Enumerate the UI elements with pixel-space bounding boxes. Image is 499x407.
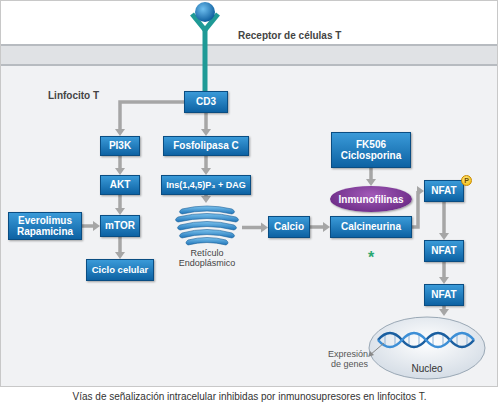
cell-membrane [1,45,497,66]
arrow-head [439,309,449,316]
node-text: NFAT [431,185,456,197]
process-box: NFAT [424,240,464,262]
connector [366,168,376,186]
receptor-stem [203,28,208,92]
process-box: mTOR [100,215,140,237]
arrow-head [417,186,424,196]
drug-box: FK506 Ciclosporina [331,132,411,168]
organelle: Retículo Endoplásmico [172,203,242,273]
membrane-edge [1,44,497,46]
connector [439,306,449,316]
annotation-label: Expresión de genes [322,350,368,370]
connector [310,222,330,232]
node-text: Retículo Endoplásmico [172,249,242,269]
connector [412,186,424,227]
receptor-label: Receptor de células T [238,30,378,41]
connector [115,156,125,175]
frame [1,1,498,387]
node-text: Inmunofilinas [339,194,404,205]
node-text: NFAT [431,245,456,257]
arrow-line [204,156,208,168]
membrane-edge [1,64,497,66]
leader-head [368,351,374,357]
arrow-head [201,129,211,136]
drug-box: Everolimus Rapamicina [8,212,82,240]
arrow-line [118,156,122,168]
node-text: Everolimus Rapamicina [11,215,79,238]
node-text: Ciclo celular [92,265,149,276]
arrow-line [310,225,323,229]
arrow-line [204,113,208,129]
node-text: Fosfolipasa C [173,140,239,152]
arrow-line [242,226,261,230]
antigen-ball [195,2,215,22]
arrow-line [442,306,446,309]
process-box: Calcio [268,216,310,238]
nucleus: Nucleo [368,316,486,380]
node-text: NFAT [431,289,456,301]
arrow-head [201,196,211,203]
er-illustration [172,203,242,247]
cell-label: Linfocito T [48,90,138,101]
node-text: PI3K [109,140,131,152]
connector [439,262,449,284]
node-text: AKT [110,179,131,191]
phosphate-circle: P [461,175,472,186]
connector [242,223,268,233]
arrow-head [115,168,125,175]
arrow-line [442,262,446,277]
arrow-line [442,202,446,233]
protein-ellipse: Inmunofilinas [330,186,412,212]
process-box: NFAT [424,180,464,202]
process-box: PI3K [100,136,140,156]
process-box: Calcineurina [330,216,412,238]
arrow-line [118,195,122,208]
asterisk-mark: * [368,249,382,267]
node-text: Calcio [274,221,304,233]
arrow-head [366,179,376,186]
node-text: CD3 [196,96,216,108]
arrow-head [439,277,449,284]
arrow-head [439,233,449,240]
connector [201,195,211,203]
connector [115,237,125,259]
connector [115,195,125,215]
arrow-line [369,168,373,179]
process-box: Ins(1,4,5)P₃ + DAG [161,175,251,195]
node-text: FK506 Ciclosporina [334,139,408,162]
arrow-head [115,208,125,215]
connector [201,113,211,136]
cell-interior [1,66,497,386]
arrow-head [323,222,330,232]
connector [439,202,449,240]
arrow-line [120,102,184,129]
arrow-line [82,224,93,228]
process-box: Ciclo celular [86,259,154,281]
arrow-head [93,221,100,231]
arrow-head [115,129,125,136]
node-text: Nucleo [411,363,442,374]
node-text: Calcineurina [341,221,401,233]
node-text: Ins(1,4,5)P₃ + DAG [166,180,245,190]
connector [82,221,100,231]
process-box: CD3 [184,91,228,113]
node-text: P [464,177,469,184]
arrow-head [261,223,268,233]
caption: Vías de señalización intracelular inhibi… [0,391,499,402]
connector [115,102,184,136]
arrow-line [118,237,122,252]
arrow-line [412,191,418,227]
arrow-head [115,252,125,259]
connector [201,156,211,175]
arrow-head [201,168,211,175]
process-box: AKT [100,175,140,195]
node-text: mTOR [105,220,135,232]
process-box: Fosfolipasa C [163,136,249,156]
arrow-line [204,195,208,196]
process-box: NFAT [424,284,464,306]
